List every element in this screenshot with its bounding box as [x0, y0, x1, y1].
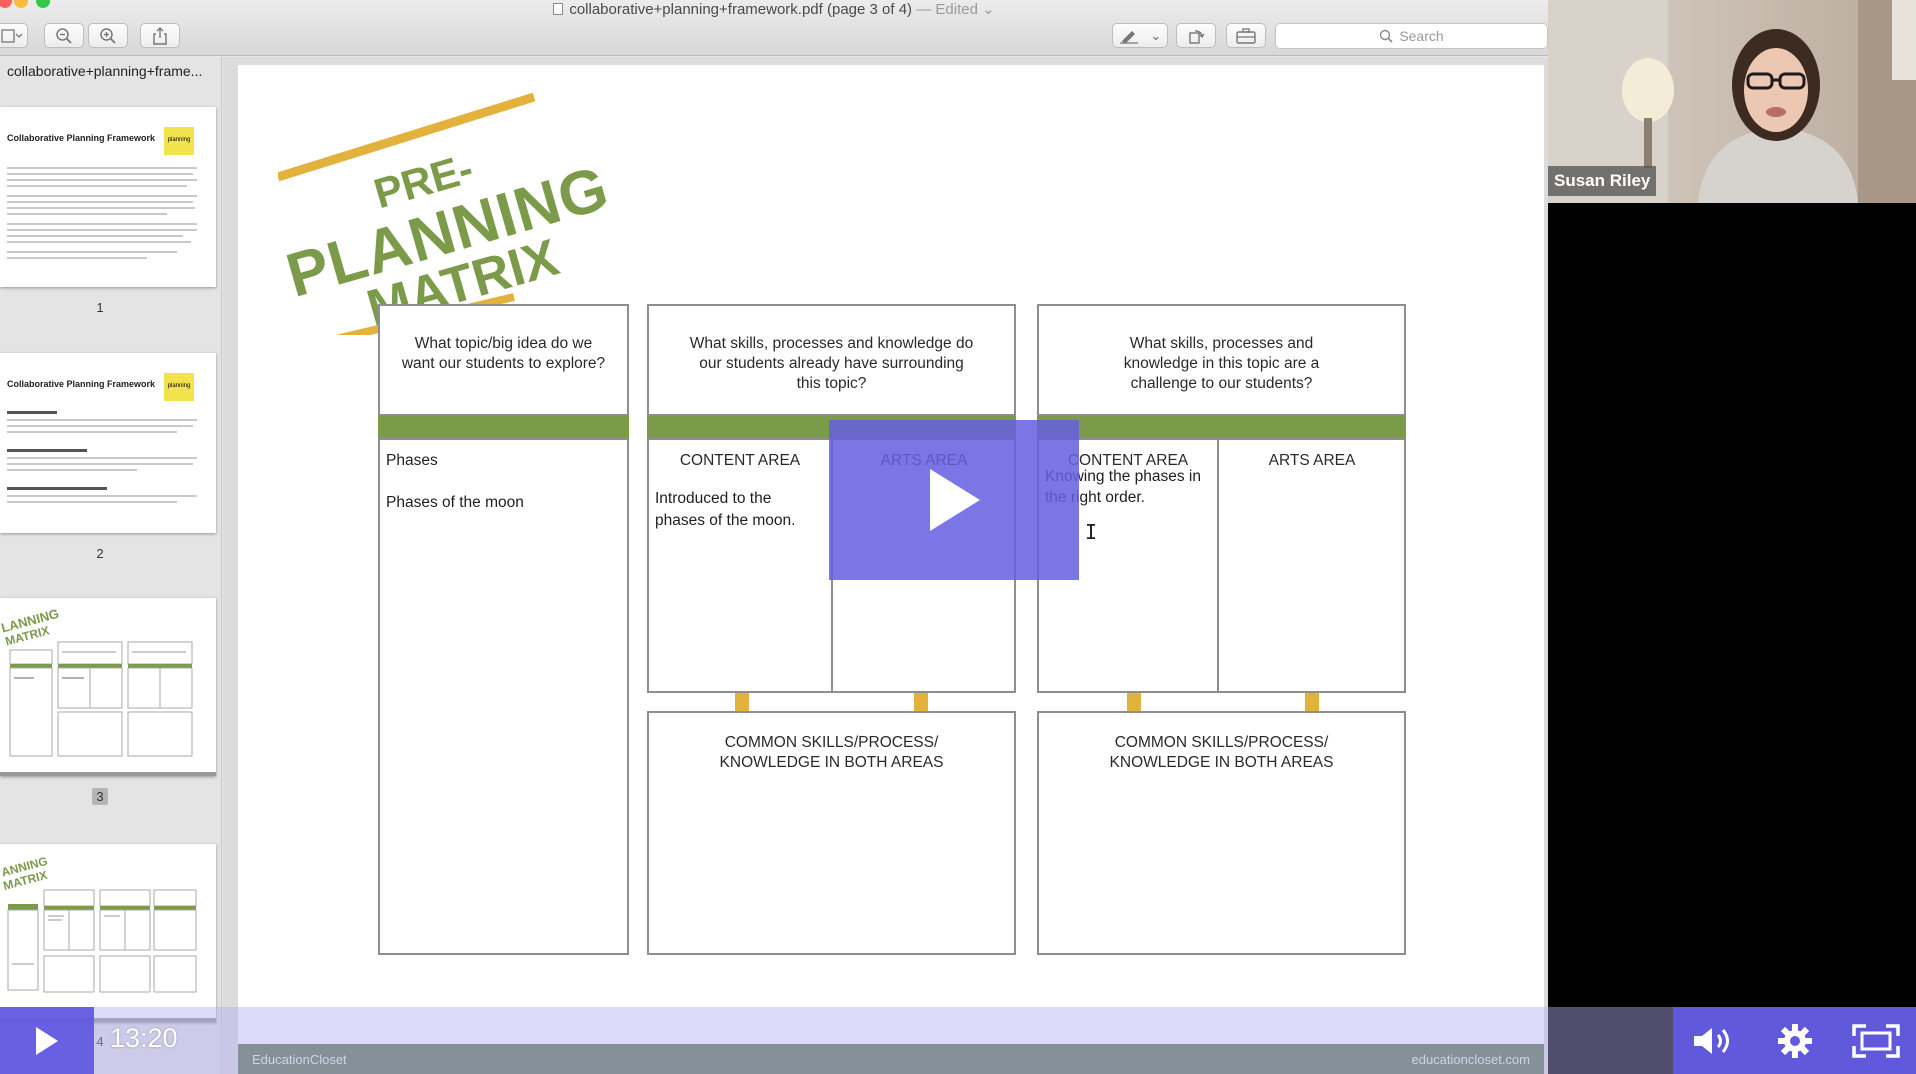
volume-icon: [1693, 1027, 1729, 1054]
window-title[interactable]: collaborative+planning+framework.pdf (pa…: [0, 0, 1548, 18]
thumbnail-matrix-preview: LANNING MATRIX: [0, 606, 193, 757]
player-controls-right: [1673, 1007, 1916, 1074]
question-1-text: What topic/big idea do we want our stude…: [401, 335, 606, 372]
green-divider-3: [1037, 416, 1406, 438]
page-thumbnail-4[interactable]: ANNING MATRIX: [0, 844, 216, 1022]
thumbnail-page-number: 4: [96, 1034, 104, 1049]
toolbox-icon: [1236, 27, 1256, 44]
challenge-cell[interactable]: CONTENT AREA ARTS AREA Knowing the phase…: [1037, 438, 1406, 693]
zoom-out-icon: [56, 27, 72, 44]
thumbnail-badge: planning: [164, 373, 194, 401]
content-area-label: CONTENT AREA: [1067, 452, 1189, 469]
question-box-1: What topic/big idea do we want our stude…: [378, 304, 629, 416]
settings-gear-icon: [1777, 1023, 1812, 1058]
pdf-page[interactable]: PRE- PLANNING MATRIX What topic/big idea…: [238, 65, 1544, 1074]
page-thumbnail-2[interactable]: Collaborative Planning Framework plannin…: [0, 353, 216, 533]
share-icon: [153, 26, 167, 45]
share-button[interactable]: [140, 23, 180, 48]
page-thumbnail-sidebar: collaborative+planning+frame... Collabor…: [0, 57, 222, 1074]
thumbnail-badge: planning: [164, 127, 194, 155]
big-play-button[interactable]: [829, 420, 1079, 580]
preview-window: collaborative+planning+framework.pdf (pa…: [0, 0, 1548, 1074]
common-skills-label: COMMON SKILLS/PROCESS/ KNOWLEDGE IN BOTH…: [719, 734, 944, 771]
window-title-text: collaborative+planning+framework.pdf (pa…: [569, 1, 913, 18]
markup-pen-icon: [1119, 30, 1138, 44]
zoom-window-button[interactable]: [36, 0, 50, 8]
connector: [914, 693, 928, 711]
content-area-entry: Introduced to the phases of the moon.: [655, 490, 796, 529]
thumbnail-title: Collaborative Planning Framework: [7, 133, 156, 143]
edited-status: — Edited: [916, 1, 978, 18]
fullscreen-icon: [1851, 1023, 1900, 1058]
presenter-video-feed: [1548, 0, 1916, 203]
fullscreen-button[interactable]: [1846, 1011, 1906, 1071]
search-placeholder: Search: [1399, 28, 1444, 44]
sidebar-file-name: collaborative+planning+frame...: [7, 63, 203, 79]
play-icon: [36, 1026, 58, 1055]
play-button[interactable]: [0, 1007, 94, 1074]
video-control-bar: 13:20: [0, 1007, 1916, 1074]
thumbnail-page-number: 2: [96, 546, 104, 561]
play-icon: [930, 469, 980, 531]
sidebar-toggle-button[interactable]: [0, 23, 28, 48]
page-thumbnail-3[interactable]: LANNING MATRIX: [0, 598, 216, 776]
thumbnail-title: Collaborative Planning Framework: [7, 379, 156, 389]
sidebar-toggle-icon: [1, 28, 23, 43]
window-toolbar: collaborative+planning+framework.pdf (pa…: [0, 0, 1548, 56]
common-skills-box[interactable]: COMMON SKILLS/PROCESS/ KNOWLEDGE IN BOTH…: [647, 711, 1016, 955]
toolbox-button[interactable]: [1226, 23, 1266, 48]
thumbnail-page-number: 1: [96, 300, 104, 315]
topic-cell[interactable]: Phases Phases of the moon: [378, 438, 629, 955]
thumbnail-matrix-preview-4: ANNING MATRIX: [0, 854, 197, 993]
minimize-window-button[interactable]: [14, 0, 28, 8]
chevron-down-icon[interactable]: ⌄: [982, 1, 995, 18]
arts-area-label: ARTS AREA: [1268, 452, 1356, 469]
markup-pen-button[interactable]: ⌄: [1112, 23, 1168, 48]
text-cursor-icon: I: [1085, 520, 1098, 544]
zoom-in-button[interactable]: [88, 23, 128, 48]
question-2-text: What skills, processes and knowledge do …: [689, 335, 974, 392]
connector: [735, 693, 749, 711]
selected-page-number: 3: [92, 788, 108, 805]
search-input[interactable]: Search: [1275, 23, 1548, 49]
zoom-in-icon: [100, 27, 116, 44]
settings-button[interactable]: [1765, 1011, 1825, 1071]
common-skills-label: COMMON SKILLS/PROCESS/ KNOWLEDGE IN BOTH…: [1109, 734, 1334, 771]
footer-brand: EducationCloset: [252, 1051, 347, 1067]
document-icon: [553, 3, 564, 15]
topic-text-2: Phases of the moon: [386, 494, 524, 511]
volume-button[interactable]: [1684, 1011, 1744, 1071]
topic-text-1: Phases: [386, 452, 438, 469]
question-box-2: What skills, processes and knowledge do …: [647, 304, 1016, 416]
question-box-3: What skills, processes and knowledge in …: [1037, 304, 1406, 416]
close-window-button[interactable]: [0, 0, 12, 8]
content-area-label: CONTENT AREA: [679, 452, 801, 469]
presenter-name-label: Susan Riley: [1548, 166, 1657, 196]
footer-url: educationcloset.com: [1411, 1051, 1530, 1067]
rotate-button[interactable]: [1176, 23, 1216, 48]
pre-planning-matrix-logo: PRE- PLANNING MATRIX: [278, 92, 615, 335]
search-icon: [1380, 29, 1393, 43]
zoom-out-button[interactable]: [44, 23, 84, 48]
presenter-webcam: Susan Riley: [1548, 0, 1916, 203]
page-thumbnail-1[interactable]: Collaborative Planning Framework plannin…: [0, 107, 216, 287]
page-footer: EducationCloset educationcloset.com: [238, 1044, 1544, 1074]
connector: [1305, 693, 1319, 711]
playback-time: 13:20: [110, 1023, 178, 1053]
question-3-text: What skills, processes and knowledge in …: [1123, 335, 1320, 392]
column-divider: [1217, 440, 1219, 691]
common-skills-box[interactable]: COMMON SKILLS/PROCESS/ KNOWLEDGE IN BOTH…: [1037, 711, 1406, 955]
rotate-icon: [1189, 29, 1205, 44]
chevron-down-icon: ⌄: [1150, 27, 1162, 43]
connector: [1127, 693, 1141, 711]
green-divider-1: [378, 416, 629, 438]
thumbnail-page-number: 3: [0, 788, 200, 805]
